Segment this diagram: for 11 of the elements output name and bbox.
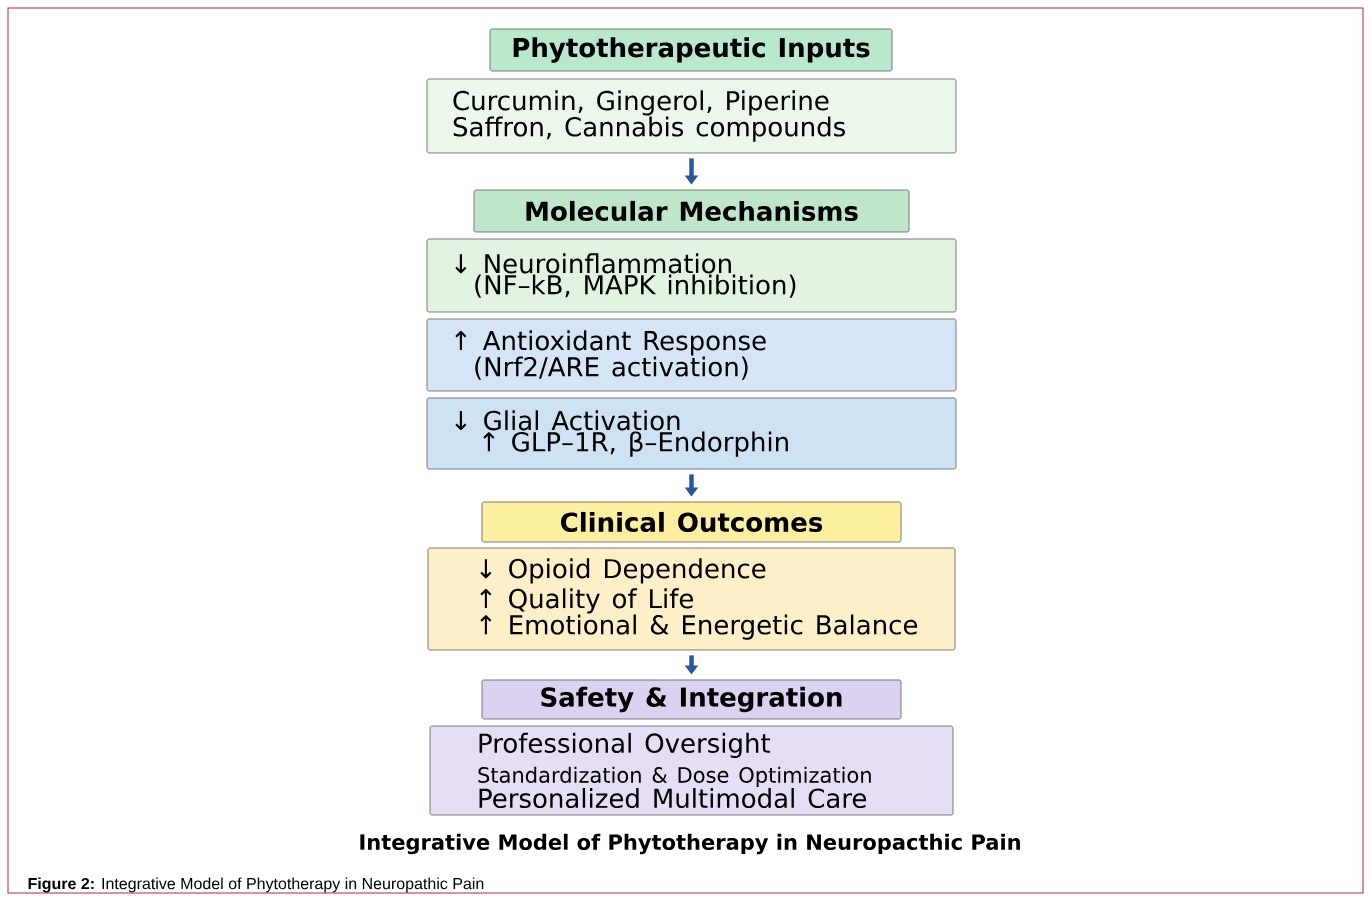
content-box: ↓ Neuroinflammation (NF–kB, MAPK inhibition) <box>426 238 957 313</box>
content-box: ↓ Glial Activation ↑ GLP–1R, β–Endorphin <box>426 397 957 470</box>
header-box: Phytotherapeutic Inputs <box>489 28 893 72</box>
content-box: ↑ Antioxidant Response (Nrf2/ARE activation) <box>426 318 957 392</box>
header-box: Safety & Integration <box>481 679 902 720</box>
header-box: Clinical Outcomes <box>481 501 902 543</box>
caption: Figure 2: Integrative Model of Phytotherapy in Neuropathic Pain <box>28 877 484 893</box>
header-box: Molecular Mechanisms <box>473 189 910 233</box>
content-box: Curcumin, Gingerol, Piperine Saffron, Cannabis compounds <box>426 78 957 154</box>
content-box: ↓ Opioid Dependence ↑ Quality of Life ↑ Emotional & Energetic Balance <box>427 547 956 651</box>
content-box: Professional Oversight Standardization & Dose Optimization Personalized Multimodal Care <box>429 725 954 816</box>
